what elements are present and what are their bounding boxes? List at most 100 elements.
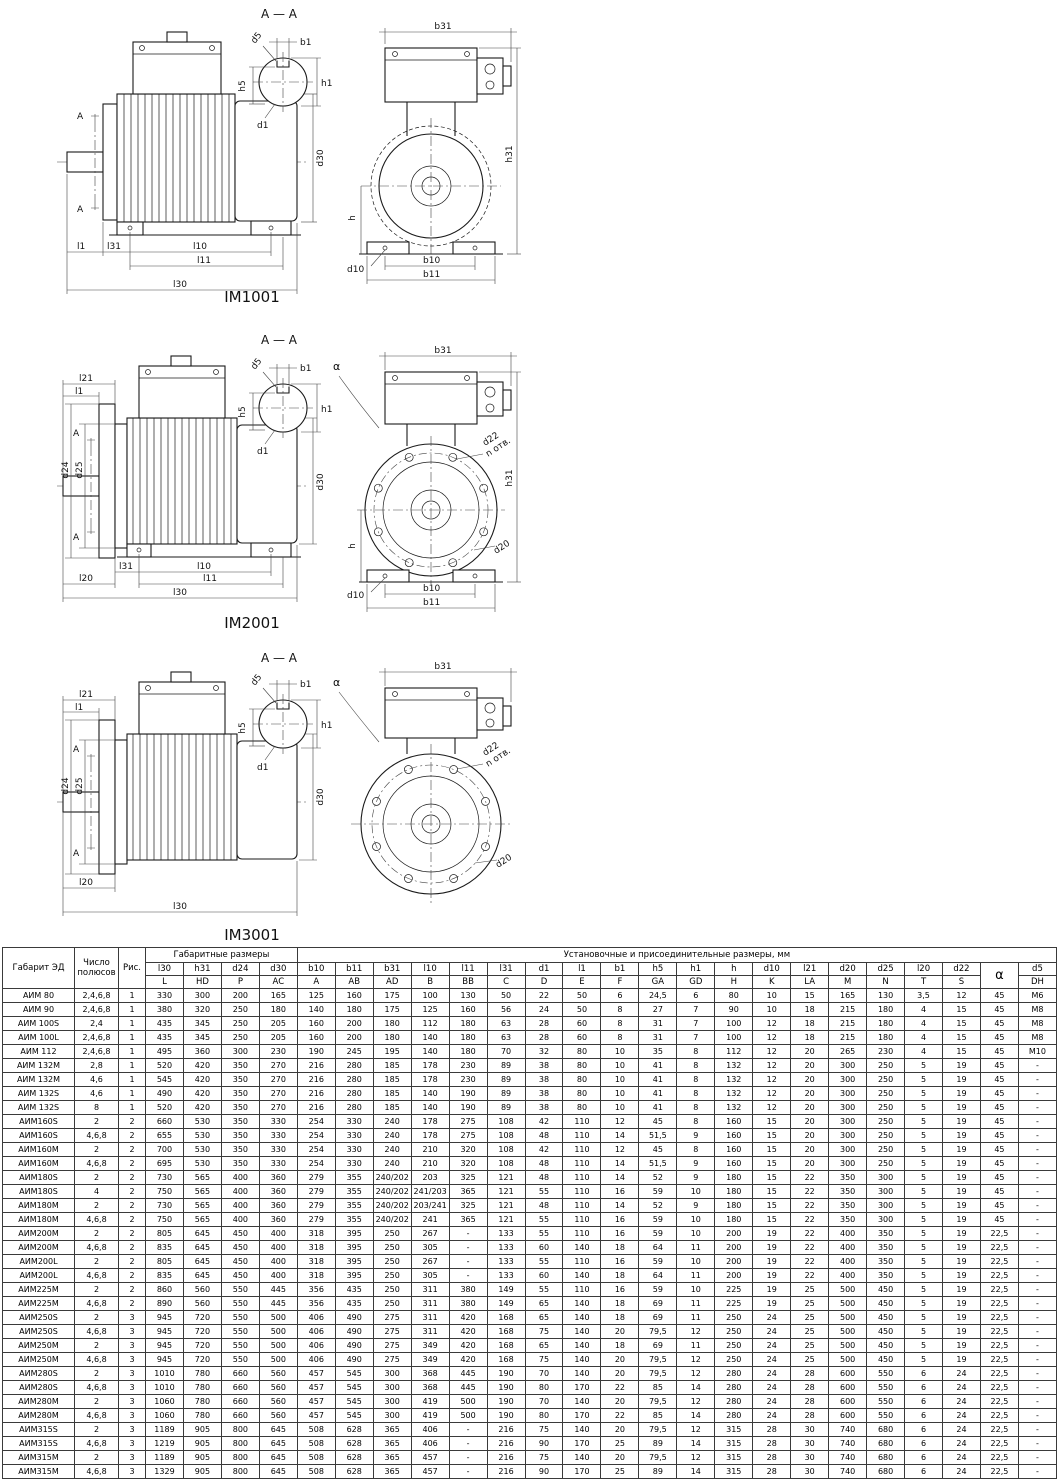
value-cell: -	[1017, 1394, 1058, 1409]
value-cell: 60	[562, 1016, 602, 1031]
value-cell: 25	[600, 1436, 640, 1451]
value-cell: 24	[752, 1338, 792, 1353]
dim-d24: d24	[61, 461, 71, 478]
value-cell: 60	[524, 1240, 564, 1255]
value-cell: 38	[524, 1072, 564, 1087]
value-cell: 360	[258, 1198, 298, 1213]
value-cell: 500	[828, 1310, 868, 1325]
motor-type-cell: АИМ180M	[2, 1198, 75, 1213]
value-cell: 24	[752, 1380, 792, 1395]
value-cell: 24	[942, 1422, 981, 1437]
value-cell: 20	[600, 1394, 640, 1409]
value-cell: 720	[182, 1324, 222, 1339]
dim-letter-DH: DH	[1017, 975, 1058, 989]
value-cell: 20	[790, 1114, 830, 1129]
value-cell: 4,6,8	[74, 1212, 119, 1227]
value-cell: 140	[562, 1394, 602, 1409]
value-cell: 250	[866, 1156, 906, 1171]
dim-alpha: α	[333, 360, 340, 373]
motor-type-cell: АИМ225M	[2, 1282, 75, 1297]
value-cell: 168	[486, 1324, 526, 1339]
value-cell: 90	[524, 1464, 564, 1479]
value-cell: 51,5	[638, 1156, 678, 1171]
value-cell: 205	[258, 1016, 298, 1031]
value-cell: 52	[638, 1170, 678, 1185]
value-cell: 240	[372, 1114, 412, 1129]
value-cell: -	[1017, 1058, 1058, 1073]
value-cell: 170	[562, 1380, 602, 1395]
value-cell: 22,5	[979, 1254, 1019, 1269]
value-cell: 300	[828, 1072, 868, 1087]
value-cell: 19	[942, 1296, 981, 1311]
value-cell: 400	[220, 1170, 260, 1185]
value-cell: 22,5	[979, 1338, 1019, 1353]
value-cell: 22,5	[979, 1380, 1019, 1395]
value-cell: 270	[258, 1086, 298, 1101]
value-cell: 19	[942, 1226, 981, 1241]
value-cell: 18	[600, 1240, 640, 1255]
value-cell: 80	[714, 988, 754, 1003]
value-cell: 24	[942, 1450, 981, 1465]
value-cell: 79,5	[638, 1450, 678, 1465]
value-cell: 20	[790, 1142, 830, 1157]
value-cell: 79,5	[638, 1366, 678, 1381]
value-cell: 4,6,8	[74, 1380, 119, 1395]
value-cell: 5	[904, 1338, 944, 1353]
dim-letter-GA: GA	[638, 975, 678, 989]
value-cell: 5	[904, 1324, 944, 1339]
value-cell: 130	[866, 988, 906, 1003]
value-cell: 419	[410, 1408, 450, 1423]
value-cell: 12	[752, 1100, 792, 1115]
dim-l20: l20	[79, 878, 93, 888]
im1001-side-view: A A	[57, 31, 307, 236]
motor-type-cell: АИМ 132М	[2, 1058, 75, 1073]
dim-letter-P: P	[220, 975, 260, 989]
value-cell: 121	[486, 1198, 526, 1213]
value-cell: 330	[334, 1128, 374, 1143]
value-cell: 89	[486, 1072, 526, 1087]
value-cell: 4	[904, 1030, 944, 1045]
value-cell: 628	[334, 1436, 374, 1451]
motor-type-cell: АИМ225M	[2, 1296, 75, 1311]
value-cell: 7	[676, 1002, 716, 1017]
value-cell: 350	[866, 1268, 906, 1283]
motor-type-cell: АИМ315S	[2, 1422, 75, 1437]
value-cell: 2	[74, 1366, 119, 1381]
value-cell: 660	[220, 1380, 260, 1395]
value-cell: 360	[258, 1170, 298, 1185]
value-cell: 133	[486, 1254, 526, 1269]
dim-letter-M: M	[828, 975, 868, 989]
value-cell: 63	[486, 1016, 526, 1031]
value-cell: 350	[220, 1072, 260, 1087]
value-cell: 19	[942, 1072, 981, 1087]
cut-label-bottom: A	[73, 533, 80, 543]
value-cell: 300	[372, 1366, 412, 1381]
motor-type-cell: АИМ180S	[2, 1170, 75, 1185]
value-cell: 132	[714, 1100, 754, 1115]
value-cell: 160	[334, 988, 374, 1003]
value-cell: 500	[828, 1338, 868, 1353]
value-cell: -	[1017, 1128, 1058, 1143]
value-cell: 70	[486, 1044, 526, 1059]
value-cell: 320	[448, 1156, 488, 1171]
value-cell: 28	[752, 1436, 792, 1451]
value-cell: 30	[790, 1436, 830, 1451]
value-cell: 500	[448, 1408, 488, 1423]
value-cell: 508	[296, 1436, 336, 1451]
value-cell: 360	[258, 1212, 298, 1227]
value-cell: 254	[296, 1142, 336, 1157]
value-cell: 355	[334, 1198, 374, 1213]
value-cell: 250	[866, 1072, 906, 1087]
value-cell: 6	[904, 1408, 944, 1423]
value-cell: 70	[524, 1394, 564, 1409]
value-cell: 28	[524, 1016, 564, 1031]
value-cell: 1189	[145, 1422, 184, 1437]
value-cell: 19	[942, 1212, 981, 1227]
value-cell: 5	[904, 1282, 944, 1297]
dim-alpha: α	[333, 676, 340, 689]
value-cell: 240	[372, 1156, 412, 1171]
value-cell: 45	[979, 1184, 1019, 1199]
value-cell: 55	[524, 1184, 564, 1199]
value-cell: 300	[828, 1114, 868, 1129]
value-cell: -	[1017, 1100, 1058, 1115]
